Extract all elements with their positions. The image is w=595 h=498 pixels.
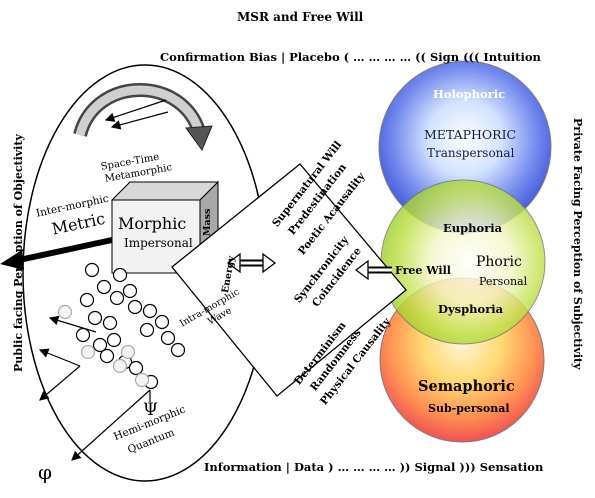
phi-symbol: φ [38, 460, 53, 484]
free-will-label: Free Will [395, 264, 451, 277]
dysphoria-label: Dysphoria [438, 302, 504, 316]
phoric-label: Phoric [476, 254, 522, 270]
holophoric-label: Holophoric [433, 87, 506, 101]
psi-symbol: Ψ [143, 400, 158, 420]
cube-title: Morphic [118, 214, 187, 233]
double-arrow-right [354, 259, 392, 281]
bottom-spectrum: Information | Data ) … … … … )) Signal )… [204, 460, 544, 474]
subpersonal-label: Sub-personal [428, 402, 510, 415]
top-spectrum: Confirmation Bias | Placebo ( … … … … ((… [160, 50, 541, 64]
right-axis-label: Private Facing Perception of Subjectivit… [571, 118, 584, 370]
left-axis-label: Public facing Perception of Objectivity [12, 134, 25, 372]
metric-arrow [9, 237, 113, 265]
personal-label: Personal [479, 275, 528, 288]
space-time-arc [73, 83, 207, 138]
diagram-title: MSR and Free Will [237, 10, 364, 24]
particle-cloud [75, 262, 186, 390]
transpersonal-label: Transpersonal [427, 146, 515, 160]
double-arrow-left [226, 252, 277, 274]
will-box [171, 163, 407, 397]
semaphoric-label: Semaphoric [418, 378, 515, 395]
mass-label: Mass [202, 208, 213, 236]
euphoria-label: Euphoria [443, 221, 503, 235]
cube-subtitle: Impersonal [124, 236, 193, 250]
metaphoric-label: METAPHORIC [424, 127, 517, 142]
